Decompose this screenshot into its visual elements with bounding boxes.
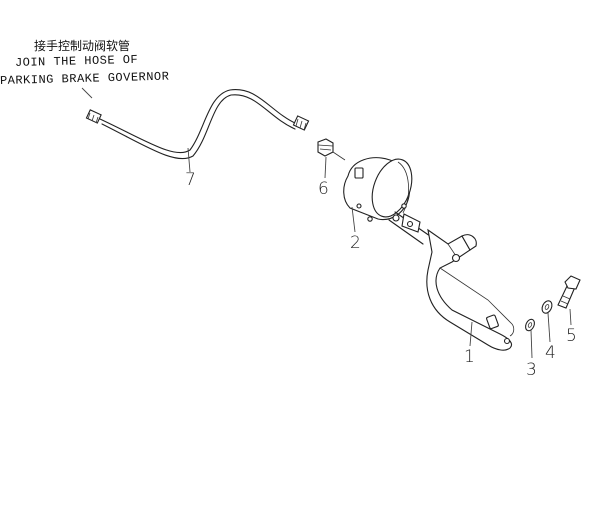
lock-washer [541, 300, 553, 314]
callout-3: 3 [526, 360, 537, 380]
brake-hose [85, 89, 310, 160]
leader-5 [569, 308, 572, 326]
bolt [557, 275, 581, 309]
leader-2 [351, 206, 356, 233]
callout-7: 7 [185, 170, 196, 190]
callout-4: 4 [545, 343, 556, 363]
brake-chamber [343, 157, 413, 222]
leader-1 [469, 321, 473, 347]
callout-6: 6 [318, 179, 329, 199]
callout-1: 1 [464, 347, 475, 367]
callout-2: 2 [350, 233, 361, 253]
leader-3 [530, 329, 533, 359]
leader-6 [324, 156, 327, 179]
hose-left-fitting [85, 109, 102, 124]
leader-4 [547, 312, 551, 343]
mounting-bracket [426, 228, 515, 351]
push-rod [388, 211, 431, 245]
hose-right-fitting [292, 115, 310, 131]
callout-5: 5 [566, 326, 577, 346]
washer [525, 318, 535, 332]
fitting-nut [317, 138, 346, 161]
note-leader-line [81, 87, 93, 99]
leader-7 [187, 147, 191, 173]
hose-note-chinese: 接手控制动阀软管 [34, 39, 131, 53]
